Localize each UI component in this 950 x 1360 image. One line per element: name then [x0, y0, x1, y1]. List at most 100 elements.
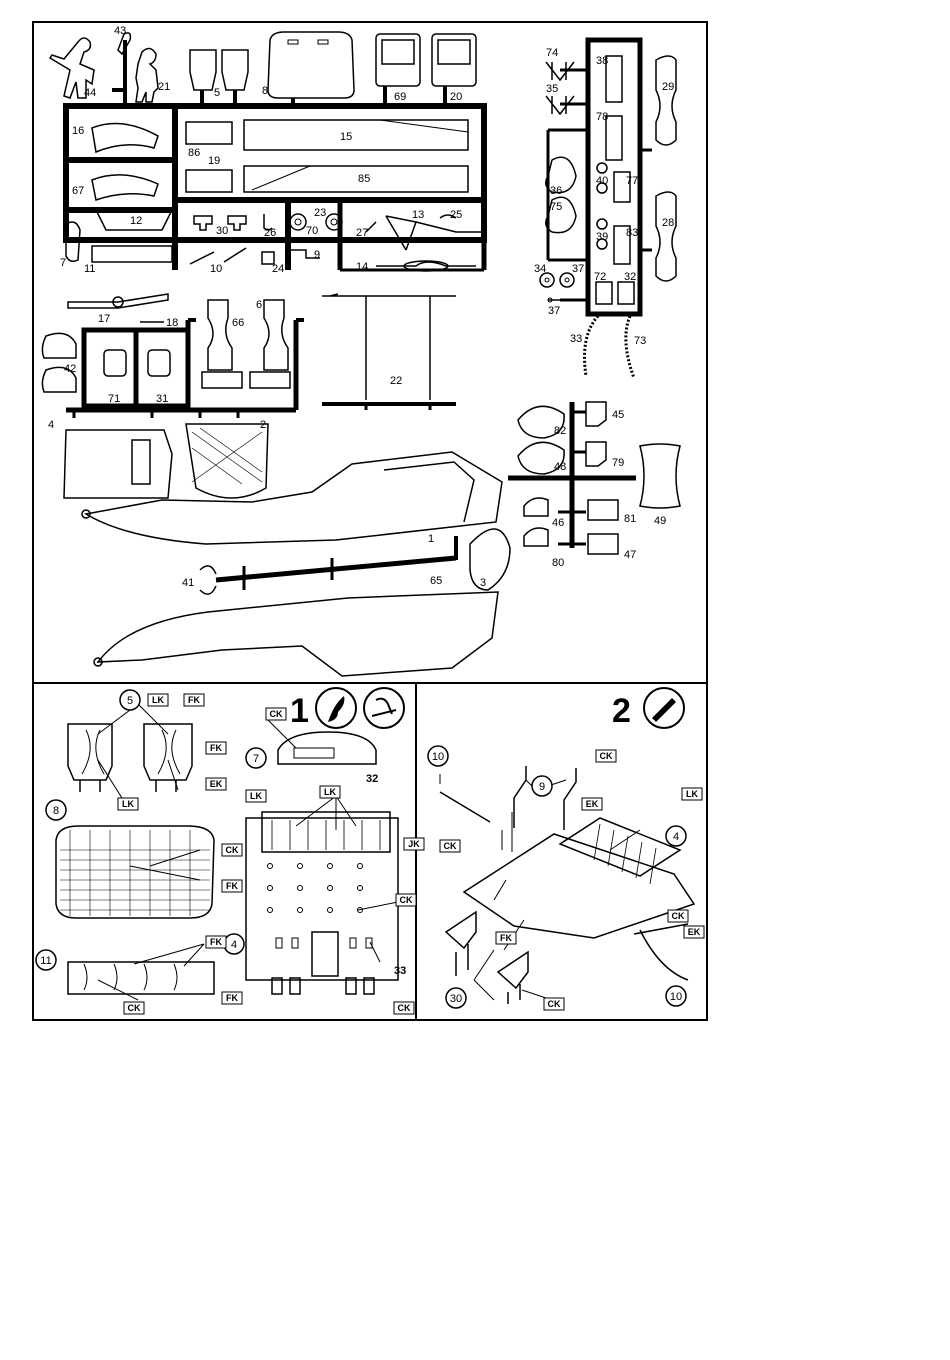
callout-30: 30 — [445, 987, 467, 1009]
code-box: FK — [221, 991, 243, 1005]
part-label: 75 — [550, 201, 562, 213]
callout-9: 9 — [531, 775, 553, 797]
part-label: 12 — [130, 215, 142, 227]
part-label: 65 — [430, 575, 442, 587]
callout-32: 32 — [366, 773, 378, 785]
svg-text:4: 4 — [231, 939, 237, 951]
part-label: 47 — [624, 549, 636, 561]
part-label: 48 — [554, 461, 566, 473]
code-box: EK — [683, 925, 705, 939]
part-label: 82 — [554, 425, 566, 437]
code-box: CK — [265, 707, 287, 721]
code-box: LK — [245, 789, 267, 803]
part-label: 77 — [626, 175, 638, 187]
code-box: CK — [393, 1001, 415, 1015]
callout-7: 7 — [245, 747, 267, 769]
code-box: CK — [123, 1001, 145, 1015]
part-label: 9 — [314, 249, 320, 261]
part-label: 81 — [624, 513, 636, 525]
svg-text:LK: LK — [686, 789, 698, 799]
svg-text:FK: FK — [226, 881, 238, 891]
code-box: FK — [495, 931, 517, 945]
part-label: 14 — [356, 261, 368, 273]
part-label: 79 — [612, 457, 624, 469]
step-2-drawing — [439, 766, 696, 1004]
svg-text:CK: CK — [128, 1003, 141, 1013]
part-label: 70 — [306, 225, 318, 237]
part-label: 49 — [654, 515, 666, 527]
svg-text:EK: EK — [586, 799, 599, 809]
svg-text:CK: CK — [270, 709, 283, 719]
part-label: 4 — [48, 419, 54, 431]
svg-text:LK: LK — [152, 695, 164, 705]
glue-tube-icon — [315, 687, 357, 729]
part-label: 86 — [188, 147, 200, 159]
svg-text:FK: FK — [226, 993, 238, 1003]
code-box: EK — [205, 777, 227, 791]
sprue-tree-a — [48, 31, 487, 272]
sheet-border — [32, 21, 708, 1021]
part-label: 20 — [450, 91, 462, 103]
svg-text:EK: EK — [688, 927, 701, 937]
code-box: LK — [117, 797, 139, 811]
part-label: 85 — [358, 173, 370, 185]
part-label: 83 — [626, 227, 638, 239]
svg-text:FK: FK — [210, 937, 222, 947]
part-label: 19 — [208, 155, 220, 167]
part-label: 71 — [108, 393, 120, 405]
svg-text:LK: LK — [122, 799, 134, 809]
part-label: 31 — [156, 393, 168, 405]
code-box: FK — [221, 879, 243, 893]
code-box: CK — [543, 997, 565, 1011]
step-1-drawing — [55, 703, 399, 1001]
step-number: 2 — [612, 692, 631, 730]
part-label: 8 — [262, 85, 268, 97]
part-label: 42 — [64, 363, 76, 375]
part-label: 80 — [552, 557, 564, 569]
part-label: 28 — [662, 217, 674, 229]
svg-text:CK: CK — [444, 841, 457, 851]
code-box: CK — [595, 749, 617, 763]
part-label: 38 — [596, 55, 608, 67]
callout-4-step2: 4 — [665, 825, 687, 847]
code-box: CK — [221, 843, 243, 857]
step-number: 1 — [290, 692, 309, 730]
part-label: 36 — [550, 185, 562, 197]
code-box: LK — [319, 785, 341, 799]
code-box: FK — [205, 935, 227, 949]
svg-text:10: 10 — [432, 751, 444, 763]
tools-icon — [363, 687, 405, 729]
part-label: 74 — [546, 47, 558, 59]
sprue-tree-c — [41, 293, 456, 418]
part-label: 44 — [84, 87, 96, 99]
part-label: 2 — [260, 419, 266, 431]
svg-text:7: 7 — [253, 753, 259, 765]
part-label: 40 — [596, 175, 608, 187]
part-label: 69 — [394, 91, 406, 103]
part-label: 5 — [214, 87, 220, 99]
svg-text:EK: EK — [210, 779, 223, 789]
part-label: 37 — [548, 305, 560, 317]
callout-10-top: 10 — [427, 745, 449, 767]
svg-text:FK: FK — [210, 743, 222, 753]
part-label: 22 — [390, 375, 402, 387]
part-label: 41 — [182, 577, 194, 589]
code-box: EK — [581, 797, 603, 811]
fuselage-parts — [63, 423, 511, 677]
svg-text:30: 30 — [450, 993, 462, 1005]
part-label: 66 — [232, 317, 244, 329]
part-label: 21 — [158, 81, 170, 93]
svg-text:9: 9 — [539, 781, 545, 793]
part-label: 13 — [412, 209, 424, 221]
part-label: 27 — [356, 227, 368, 239]
code-box: JK — [403, 837, 425, 851]
step-1-panel: 1 — [35, 687, 425, 1015]
callout-33: 33 — [394, 965, 406, 977]
part-label: 26 — [264, 227, 276, 239]
code-box: LK — [147, 693, 169, 707]
part-label: 17 — [98, 313, 110, 325]
part-label: 73 — [634, 335, 646, 347]
part-label: 32 — [624, 271, 636, 283]
svg-text:CK: CK — [548, 999, 561, 1009]
